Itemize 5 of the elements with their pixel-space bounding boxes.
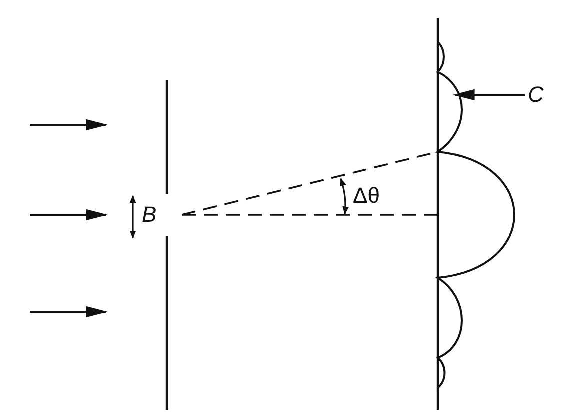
dimension-label: B [142, 203, 157, 227]
angle-label: Δθ [353, 184, 380, 208]
intensity-curve [437, 41, 516, 389]
callout-letter: C [528, 83, 544, 107]
leader-line [454, 89, 525, 101]
